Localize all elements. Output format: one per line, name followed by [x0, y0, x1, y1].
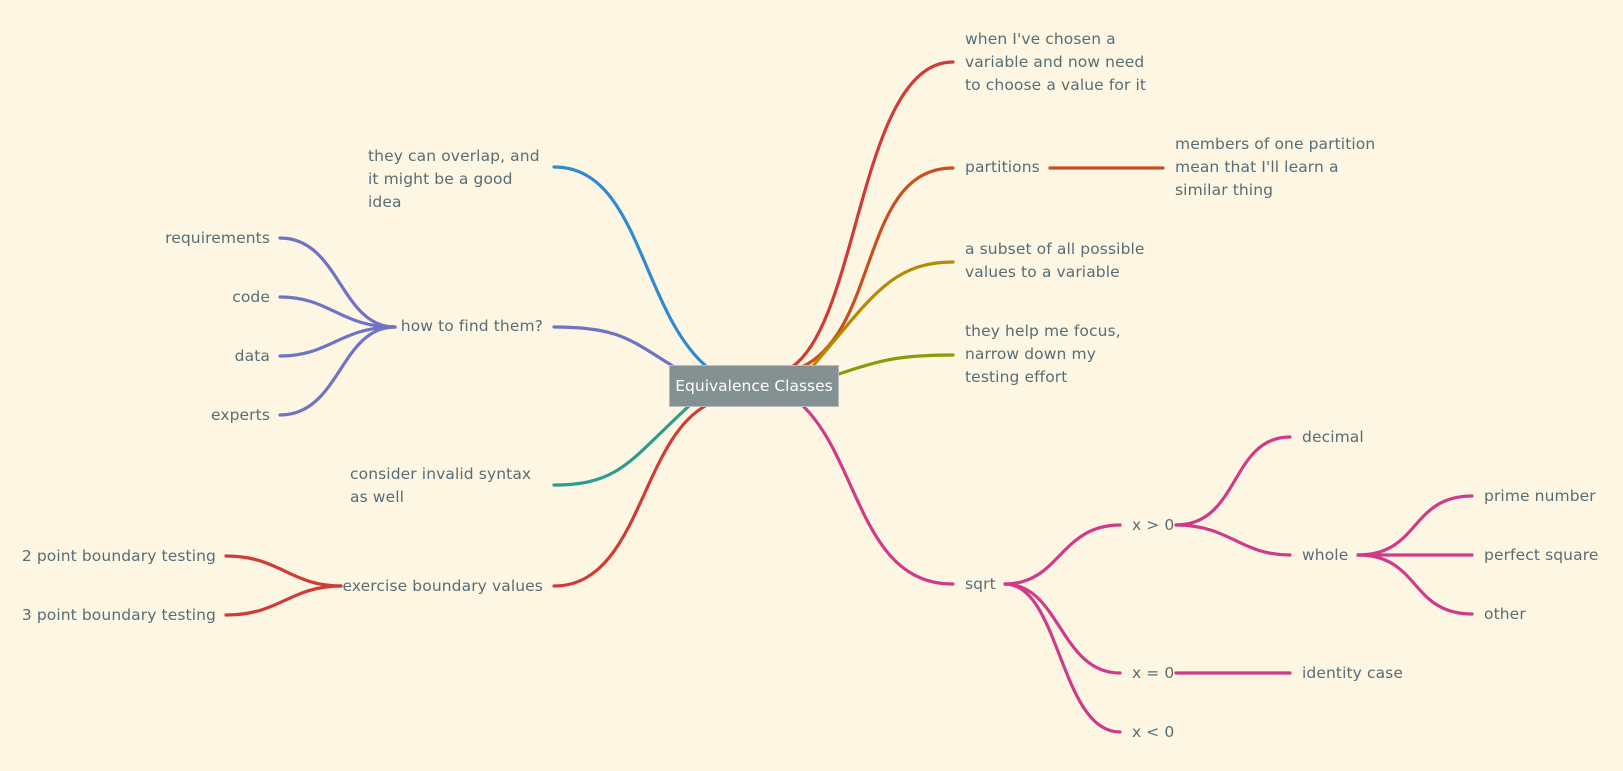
- node-how-to-find[interactable]: how to find them?: [400, 317, 543, 335]
- node-other[interactable]: other: [1484, 605, 1526, 623]
- node-focus[interactable]: they help me focus, narrow down my testi…: [965, 322, 1121, 386]
- link-sqrt-xlt0: [1003, 582, 1122, 734]
- link-howtofind-experts: [278, 325, 397, 417]
- link-howtofind-code: [278, 295, 397, 329]
- node-invalid-syntax[interactable]: consider invalid syntax as well: [350, 465, 532, 506]
- link-central-subset: [810, 260, 955, 369]
- link-central-howtofind: [552, 325, 678, 370]
- node-prime-number[interactable]: prime number: [1484, 487, 1596, 505]
- link-whole-prime: [1356, 494, 1474, 557]
- node-experts[interactable]: experts: [210, 406, 270, 424]
- link-central-invalid: [552, 403, 692, 487]
- node-boundary[interactable]: exercise boundary values: [342, 577, 543, 595]
- node-subset[interactable]: a subset of all possible values to a var…: [965, 240, 1145, 281]
- link-sqrt-xeq0: [1003, 582, 1122, 675]
- node-code[interactable]: code: [232, 288, 270, 306]
- link-central-focus: [837, 353, 955, 376]
- node-x-lt-0[interactable]: x < 0: [1132, 723, 1175, 741]
- node-overlap[interactable]: they can overlap, and it might be a good…: [368, 147, 540, 211]
- node-x-eq-0[interactable]: x = 0: [1132, 664, 1175, 682]
- node-decimal[interactable]: decimal: [1302, 428, 1364, 446]
- link-central-overlap: [552, 165, 709, 369]
- link-howtofind-data: [278, 325, 397, 358]
- central-topic[interactable]: Equivalence Classes: [669, 365, 839, 407]
- link-boundary-three: [224, 584, 343, 617]
- node-chosen-variable[interactable]: when I've chosen a variable and now need…: [965, 30, 1147, 94]
- node-data[interactable]: data: [234, 347, 270, 365]
- node-x-gt-0[interactable]: x > 0: [1132, 516, 1175, 534]
- link-whole-other: [1356, 553, 1474, 616]
- link-boundary-two: [224, 554, 343, 588]
- link-xgt0-whole: [1174, 523, 1292, 557]
- node-partitions-child[interactable]: members of one partition mean that I'll …: [1175, 135, 1376, 199]
- node-identity-case[interactable]: identity case: [1302, 664, 1403, 682]
- link-central-sqrt: [800, 403, 955, 586]
- node-requirements[interactable]: requirements: [165, 229, 270, 247]
- link-howtofind-requirements: [278, 236, 397, 329]
- link-central-chosen-variable: [790, 60, 955, 369]
- node-whole[interactable]: whole: [1302, 546, 1349, 564]
- link-sqrt-xgt0: [1003, 523, 1122, 586]
- node-perfect-square[interactable]: perfect square: [1484, 546, 1599, 564]
- link-central-partitions: [800, 166, 955, 369]
- link-central-boundary: [552, 403, 709, 588]
- node-sqrt[interactable]: sqrt: [965, 575, 996, 593]
- node-three-point[interactable]: 3 point boundary testing: [21, 606, 216, 624]
- node-partitions[interactable]: partitions: [965, 158, 1040, 176]
- node-two-point[interactable]: 2 point boundary testing: [21, 547, 216, 565]
- link-xgt0-decimal: [1174, 435, 1292, 527]
